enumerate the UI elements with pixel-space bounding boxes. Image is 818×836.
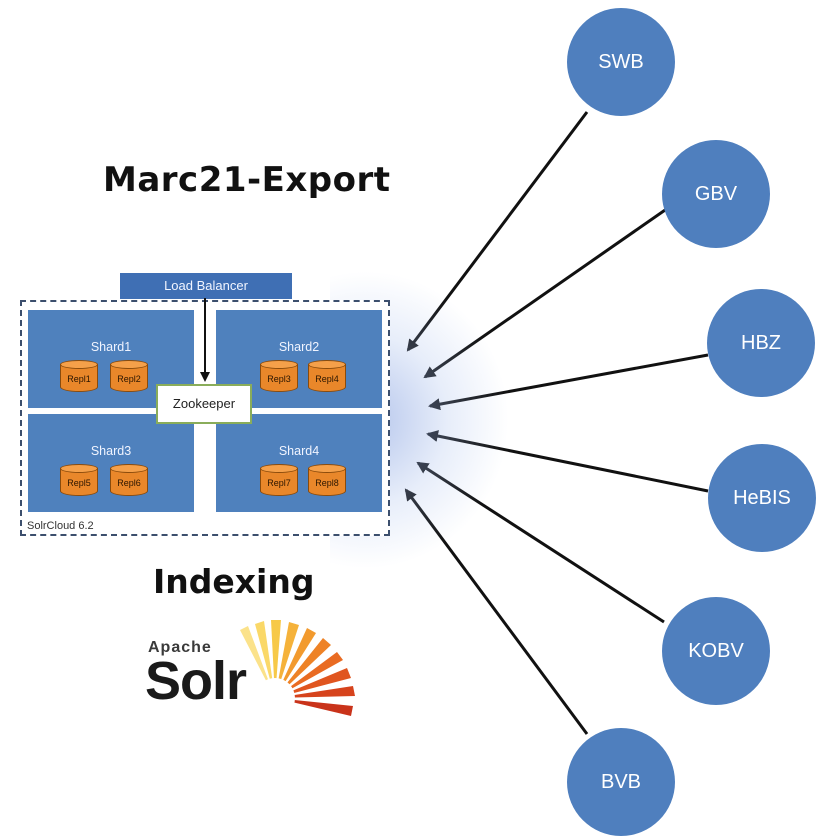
load-balancer-arrow [204,298,206,375]
shard-4: Shard4 Repl7 Repl8 [216,414,382,512]
apache-wordmark: Apache [148,639,212,656]
cluster-frame: Load Balancer Shard1 Repl1 Repl2 Shard2 … [20,273,390,536]
replica-cylinder: Repl4 [308,360,346,396]
shard-label: Shard2 [278,340,320,354]
replica-cylinder: Repl2 [110,360,148,396]
replica-cylinder: Repl8 [308,464,346,500]
shard-label: Shard1 [90,340,132,354]
load-balancer-arrow-head [200,372,210,382]
source-node-hebis: HeBIS [708,444,816,552]
replica-cylinder: Repl5 [60,464,98,500]
source-node-swb: SWB [567,8,675,116]
shard-label: Shard4 [278,444,320,458]
replica-label: Repl8 [315,478,339,488]
indexing-label: Indexing [153,562,315,601]
replica-label: Repl3 [267,374,291,384]
shard-label: Shard3 [90,444,132,458]
zookeeper-box: Zookeeper [156,384,252,424]
replica-label: Repl6 [117,478,141,488]
source-node-bvb: BVB [567,728,675,836]
shard-3: Shard3 Repl5 Repl6 [28,414,194,512]
solr-sunburst-icon [240,620,355,718]
replica-cylinder: Repl6 [110,464,148,500]
apache-solr-logo: Apache Solr [145,612,365,722]
solrcloud-caption: SolrCloud 6.2 [27,520,94,532]
solr-wordmark: Solr [145,651,247,711]
replica-label: Repl5 [67,478,91,488]
replica-cylinder: Repl1 [60,360,98,396]
replica-label: Repl1 [67,374,91,384]
source-node-gbv: GBV [662,140,770,248]
load-balancer: Load Balancer [120,273,292,299]
replica-cylinder: Repl7 [260,464,298,500]
replica-label: Repl7 [267,478,291,488]
solrcloud-cluster: Load Balancer Shard1 Repl1 Repl2 Shard2 … [20,273,390,536]
source-node-kobv: KOBV [662,597,770,705]
replica-label: Repl2 [117,374,141,384]
source-node-hbz: HBZ [707,289,815,397]
page-title: Marc21-Export [103,160,391,200]
replica-cylinder: Repl3 [260,360,298,396]
replica-label: Repl4 [315,374,339,384]
